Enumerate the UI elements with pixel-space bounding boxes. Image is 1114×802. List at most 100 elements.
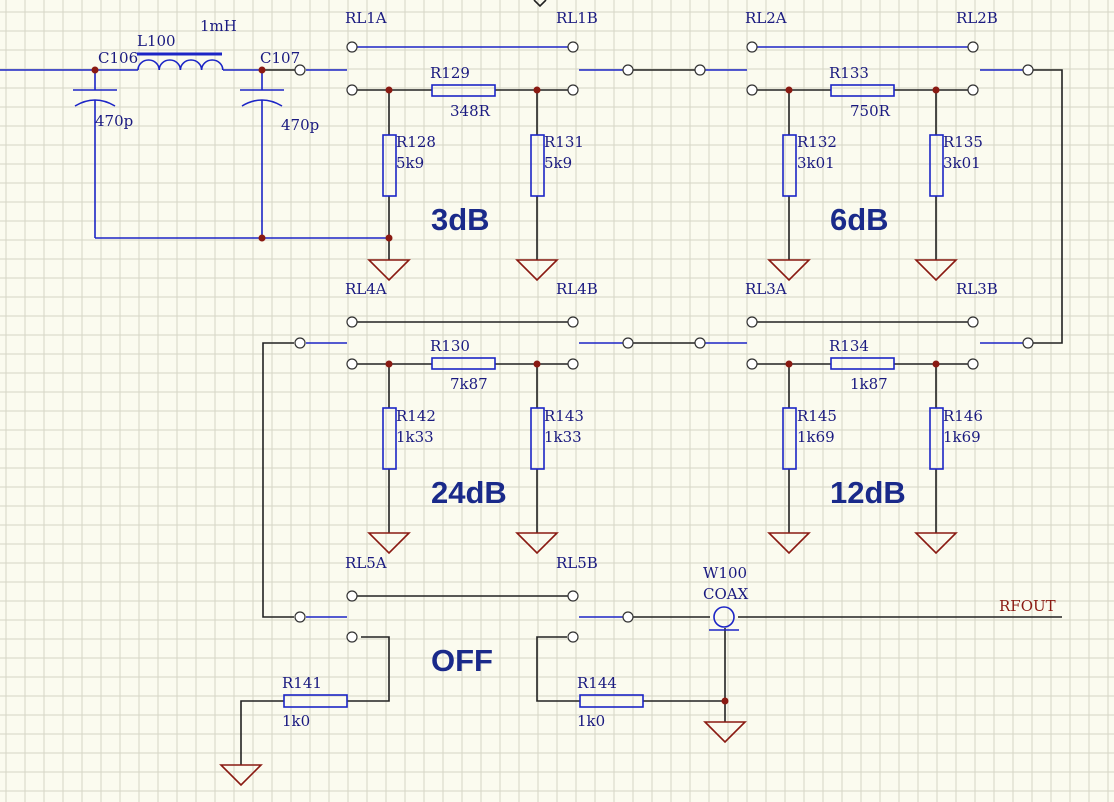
resistor-r130: [431, 357, 496, 370]
relay-pin: [294, 64, 306, 76]
resistor-r131: [530, 134, 545, 197]
label-c106-value: 470p: [95, 112, 133, 130]
resistor-r129: [431, 84, 496, 97]
grounds: [219, 259, 958, 787]
label-r141-value: 1k0: [282, 712, 310, 730]
label-r145-ref: R145: [797, 407, 837, 425]
relay-pin: [622, 64, 634, 76]
ground-symbol: [703, 721, 747, 744]
junction-dot: [258, 234, 266, 242]
resistor-r134: [830, 357, 895, 370]
label-r131-value: 5k9: [544, 154, 572, 172]
junction-dot: [932, 86, 940, 94]
label-relay-rl3a: RL3A: [745, 280, 787, 298]
label-r142-value: 1k33: [396, 428, 434, 446]
relay-pin: [567, 84, 579, 96]
junction-dot: [932, 360, 940, 368]
ground-symbol: [767, 259, 811, 282]
relay-pins: [294, 41, 1034, 643]
label-relay-rl1a: RL1A: [345, 9, 387, 27]
label-3db: 3dB: [431, 202, 490, 237]
relay-pin: [967, 84, 979, 96]
label-r132-ref: R132: [797, 133, 837, 151]
relay-pin: [567, 590, 579, 602]
relay-pin: [967, 41, 979, 53]
resistor-r132: [782, 134, 797, 197]
ground-symbol: [914, 532, 958, 555]
resistor-r143: [530, 407, 545, 470]
relay-pin: [1022, 64, 1034, 76]
label-relay-rl5b: RL5B: [556, 554, 598, 572]
junction-dot: [385, 360, 393, 368]
resistor-r133: [830, 84, 895, 97]
relay-pin: [1022, 337, 1034, 349]
relay-pin: [694, 64, 706, 76]
junction-dot: [385, 86, 393, 94]
relay-pin: [346, 590, 358, 602]
label-r142-ref: R142: [396, 407, 436, 425]
label-w100-value: COAX: [703, 585, 749, 603]
label-r134-value: 1k87: [850, 375, 888, 393]
label-off: OFF: [431, 643, 493, 678]
label-6db: 6dB: [830, 202, 889, 237]
label-r128-ref: R128: [396, 133, 436, 151]
ground-symbol: [367, 532, 411, 555]
label-r135-ref: R135: [943, 133, 983, 151]
label-r144-ref: R144: [577, 674, 617, 692]
attenuator-12db: [579, 321, 971, 533]
capacitor-c106: [73, 70, 117, 238]
resistor-r135: [929, 134, 944, 197]
relay-pin: [746, 41, 758, 53]
relay-pin: [567, 316, 579, 328]
label-relay-rl1b: RL1B: [556, 9, 598, 27]
label-relay-rl4a: RL4A: [345, 280, 387, 298]
junction-dot: [91, 66, 99, 74]
resistor-r142: [382, 407, 397, 470]
relay-pin: [346, 41, 358, 53]
relay-pin: [622, 337, 634, 349]
relay-pin: [567, 41, 579, 53]
label-r145-value: 1k69: [797, 428, 835, 446]
inductor-l100: [137, 52, 224, 71]
label-12db: 12dB: [830, 475, 906, 510]
label-l100-ref: L100: [137, 32, 176, 50]
label-r128-value: 5k9: [396, 154, 424, 172]
label-r146-value: 1k69: [943, 428, 981, 446]
relay-pin: [294, 337, 306, 349]
relay-pin: [694, 337, 706, 349]
relay-pin: [346, 84, 358, 96]
relay-pin: [567, 631, 579, 643]
net-label-rfout: RFOUT: [999, 597, 1056, 615]
resistor-r144: [579, 694, 644, 708]
coax-w100: [709, 606, 739, 631]
relay-pin: [294, 611, 306, 623]
relay-pin: [746, 84, 758, 96]
label-r130-ref: R130: [430, 337, 470, 355]
label-r134-ref: R134: [829, 337, 869, 355]
relay-pin: [967, 358, 979, 370]
ground-symbol: [515, 259, 559, 282]
label-relay-rl2a: RL2A: [745, 9, 787, 27]
junction-dot: [785, 86, 793, 94]
ground-symbol: [219, 764, 263, 787]
resistor-r146: [929, 407, 944, 470]
relay-pin: [622, 611, 634, 623]
label-r132-value: 3k01: [797, 154, 835, 172]
lc-filter: [0, 0, 547, 239]
junction-dot: [785, 360, 793, 368]
relay-pin: [746, 358, 758, 370]
relay-pin: [967, 316, 979, 328]
label-r143-value: 1k33: [544, 428, 582, 446]
label-c107-ref: C107: [260, 49, 300, 67]
junctions: [91, 66, 940, 705]
label-r130-value: 7k87: [450, 375, 488, 393]
label-r131-ref: R131: [544, 133, 584, 151]
label-c107-value: 470p: [281, 116, 319, 134]
relay-pin: [346, 358, 358, 370]
label-r143-ref: R143: [544, 407, 584, 425]
label-relay-rl5a: RL5A: [345, 554, 387, 572]
ground-symbol: [767, 532, 811, 555]
junction-dot: [533, 86, 541, 94]
resistor-r141: [283, 694, 348, 708]
